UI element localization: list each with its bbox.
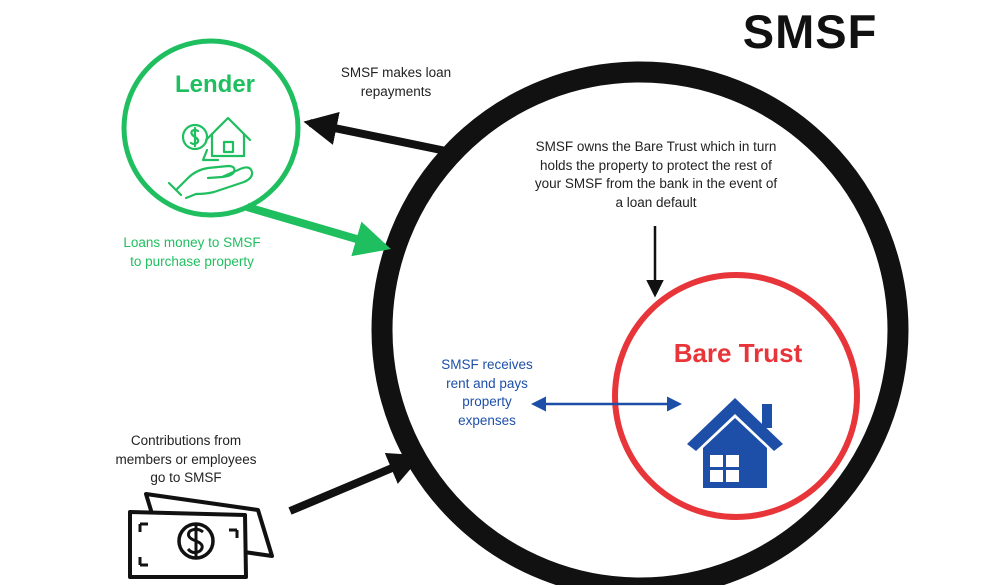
loans-arrow [245, 203, 391, 257]
cash-dollar-icon [128, 492, 274, 579]
bare-trust-label: Bare Trust [673, 338, 803, 368]
repayments-arrow [303, 111, 447, 155]
lender-label: Lender [174, 71, 255, 98]
contributions-arrow [288, 452, 423, 515]
page-title: SMSF [742, 5, 878, 58]
lender-circle [121, 38, 301, 218]
house-icon [687, 398, 783, 488]
bare-trust-circle [612, 272, 860, 520]
hand-house-money-icon [167, 116, 254, 200]
smsf-circle [371, 61, 909, 585]
